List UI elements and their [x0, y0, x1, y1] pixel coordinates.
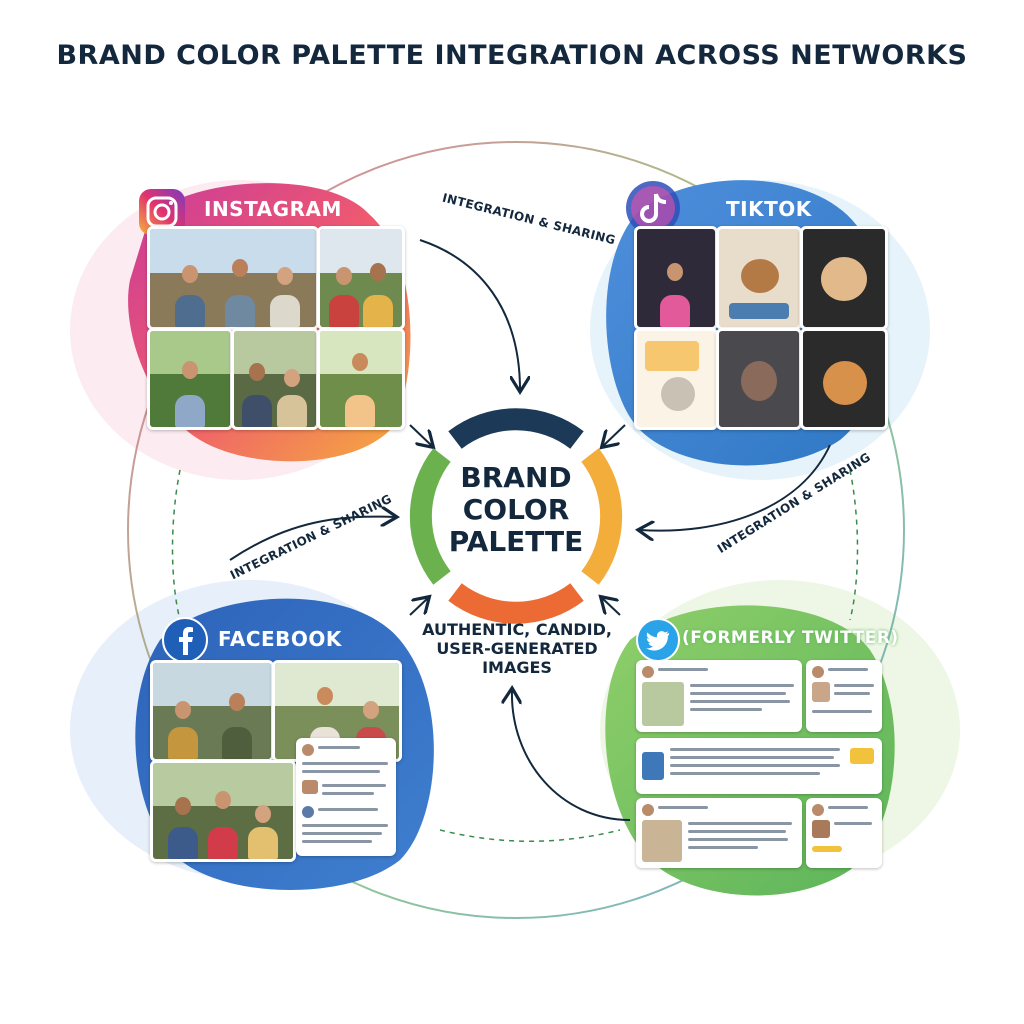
ring-segment-orange: [448, 583, 584, 624]
center-line-3: PALETTE: [448, 525, 584, 558]
tiktok-video-3: [800, 226, 888, 330]
instagram-label: INSTAGRAM: [204, 197, 342, 221]
ring-segment-navy: [448, 408, 584, 449]
tiktok-video-6: [800, 328, 888, 430]
arrow-twitter-short: [602, 598, 621, 616]
tiktok-video-5: [716, 328, 802, 430]
center-sub-line-2: USER-GENERATED: [436, 639, 598, 658]
center-line-1: BRAND: [460, 461, 572, 494]
facebook-photo-3: [150, 760, 296, 862]
facebook-photo-1: [150, 660, 274, 762]
arrow-instagram-short: [409, 424, 432, 446]
center-sub-line-3: IMAGES: [482, 658, 552, 677]
tiktok-video-2: [716, 226, 802, 330]
facebook-post-card: [296, 738, 396, 856]
twitter-post-card-1: [636, 660, 802, 732]
twitter-post-card-4: [636, 798, 802, 868]
twitter-post-card-2: [806, 660, 882, 732]
center-subtitle: AUTHENTIC, CANDID, USER-GENERATED IMAGES: [412, 620, 622, 677]
arrow-right-to-center: [640, 444, 831, 531]
tiktok-icon: [625, 180, 681, 236]
instagram-photo-3: [147, 328, 233, 430]
arrow-facebook-short: [409, 598, 428, 616]
instagram-photo-2: [317, 226, 405, 330]
twitter-bird-icon: [636, 618, 680, 662]
instagram-photo-5: [317, 328, 405, 430]
ring-segment-green: [409, 448, 451, 585]
center-line-2: COLOR: [462, 493, 570, 526]
arrow-bottom-to-center: [512, 690, 631, 821]
twitter-label: (FORMERLY TWITTER): [682, 628, 899, 648]
twitter-post-card-5: [806, 798, 882, 868]
center-sub-line-1: AUTHENTIC, CANDID,: [422, 620, 612, 639]
tiktok-video-4: [634, 328, 718, 430]
dashed-link-bottom: [439, 829, 621, 842]
brand-color-palette-title: BRAND COLOR PALETTE: [416, 462, 616, 558]
instagram-photo-4: [231, 328, 319, 430]
arrow-top-to-center: [419, 239, 520, 390]
instagram-photo-1: [147, 226, 319, 330]
facebook-label: FACEBOOK: [218, 627, 342, 651]
palette-ring: [409, 408, 623, 624]
page-title: BRAND COLOR PALETTE INTEGRATION ACROSS N…: [56, 40, 968, 71]
arrow-tiktok-short: [603, 424, 626, 446]
arrow-left-to-center: [229, 517, 395, 561]
outer-connector-ring: [127, 141, 905, 919]
tiktok-label: TIKTOK: [726, 197, 812, 221]
ring-segment-gold: [581, 448, 623, 585]
facebook-icon: [162, 617, 208, 663]
tiktok-video-1: [634, 226, 718, 330]
twitter-post-card-3: [636, 738, 882, 794]
